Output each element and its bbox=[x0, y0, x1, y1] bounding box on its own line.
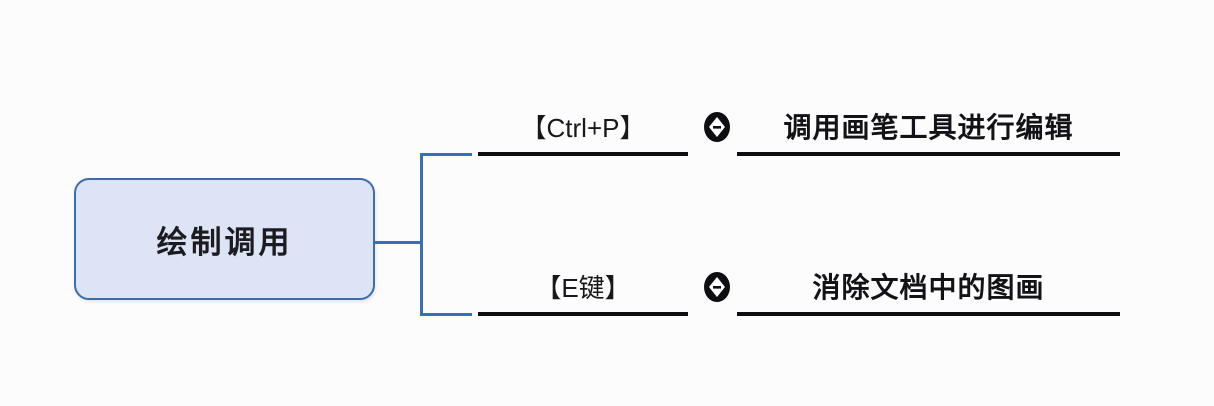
connector-arm-top bbox=[420, 153, 472, 156]
branch-key-label-2: 【E键】 bbox=[535, 272, 631, 303]
connector-spine bbox=[420, 153, 423, 316]
branch-description-2[interactable]: 消除文档中的图画 bbox=[737, 260, 1120, 316]
branch-key-2[interactable]: 【E键】 bbox=[478, 260, 688, 316]
root-node-label: 绘制调用 bbox=[156, 224, 293, 261]
connector-stub bbox=[375, 241, 422, 244]
connector-arm-bottom bbox=[420, 313, 472, 316]
ring-bullet-icon bbox=[700, 110, 734, 144]
branch-description-label-1: 调用画笔工具进行编辑 bbox=[783, 111, 1074, 144]
branch-key-1[interactable]: 【Ctrl+P】 bbox=[478, 100, 688, 156]
branch-description-label-2: 消除文档中的图画 bbox=[812, 271, 1045, 304]
branch-description-1[interactable]: 调用画笔工具进行编辑 bbox=[737, 100, 1120, 156]
ring-bullet-icon bbox=[700, 270, 734, 304]
root-node[interactable]: 绘制调用 bbox=[74, 178, 375, 300]
branch-key-label-1: 【Ctrl+P】 bbox=[520, 112, 646, 143]
